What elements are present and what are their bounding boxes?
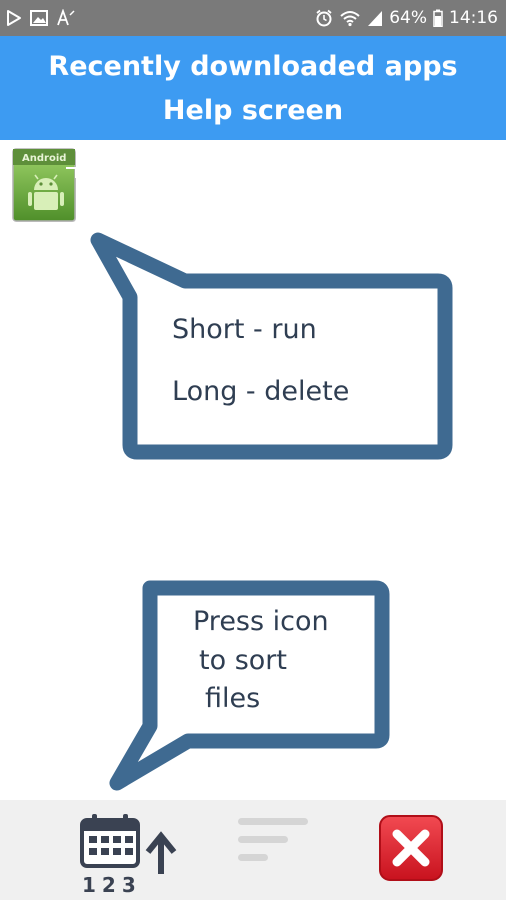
clock: 14:16 (449, 8, 498, 28)
app-icon-label: Android (22, 153, 66, 164)
calendar-sort-icon (80, 814, 177, 874)
bottom-toolbar: 123 (0, 800, 506, 900)
sort-help-line-2: to sort (199, 645, 287, 676)
tap-help-long: Long - delete (172, 376, 350, 407)
page-title: Recently downloaded apps (48, 51, 458, 82)
sort-date-digits: 123 (82, 873, 142, 897)
status-left-icons (6, 0, 76, 36)
signal-icon (367, 9, 383, 27)
wifi-icon (339, 9, 361, 27)
page-subtitle: Help screen (162, 95, 344, 126)
status-bar: 64% 14:16 (0, 0, 506, 36)
font-icon (56, 9, 76, 27)
battery-percent: 64% (389, 8, 427, 28)
sort-lines-icon (238, 818, 308, 861)
android-app-icon[interactable]: Android (12, 148, 80, 224)
close-button[interactable] (378, 814, 444, 882)
alarm-icon (315, 9, 333, 27)
sort-by-date-button[interactable]: 123 (78, 812, 184, 896)
tap-help-short: Short - run (172, 314, 317, 345)
header: Recently downloaded apps Help screen (0, 36, 506, 140)
sort-by-name-button[interactable] (234, 814, 314, 870)
close-icon (379, 815, 443, 881)
sort-help-line-1: Press icon (193, 606, 329, 637)
sort-help-line-3: files (205, 683, 261, 714)
battery-icon (433, 9, 443, 27)
play-store-icon (6, 9, 22, 27)
status-right-icons: 64% 14:16 (315, 0, 498, 36)
image-icon (30, 9, 48, 27)
